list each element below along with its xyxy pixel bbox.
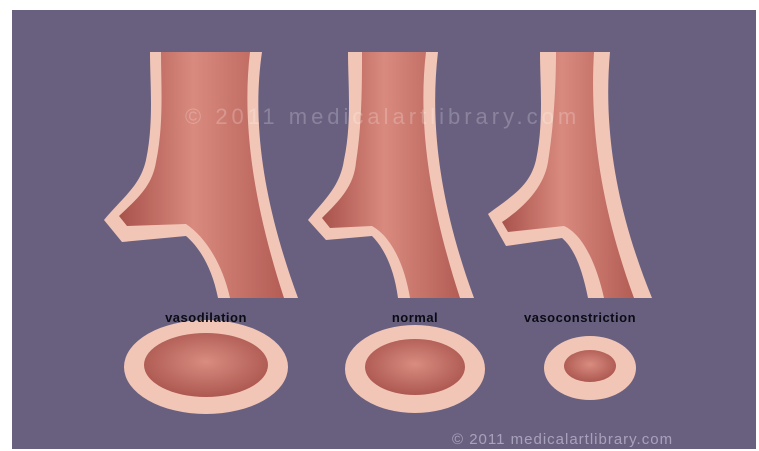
watermark-center: © 2011 medicalartlibrary.com (185, 104, 580, 130)
normal-label: normal (335, 310, 495, 325)
vasoconstriction-vessel (488, 52, 652, 298)
vasoconstriction-cross-section (544, 336, 636, 400)
watermark-corner: © 2011 medicalartlibrary.com (452, 431, 673, 448)
normal-vessel (308, 52, 474, 298)
normal-cross-section (345, 325, 485, 413)
vasoconstriction-label: vasoconstriction (500, 310, 660, 325)
vasodilation-label: vasodilation (126, 310, 286, 325)
vasodilation-cross-section (124, 320, 288, 414)
vasodilation-vessel (104, 52, 298, 298)
